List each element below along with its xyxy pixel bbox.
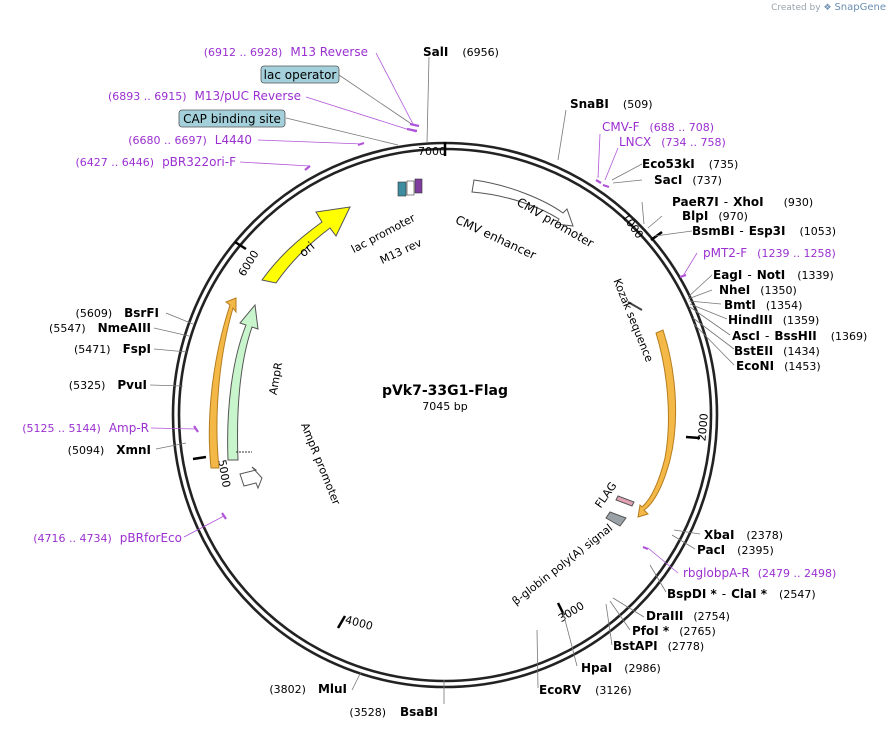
lac-feature-cluster (397, 178, 423, 197)
enzyme-site[interactable]: (5094)XmnI (68, 443, 151, 457)
snapgene-logo-icon: ❖ (823, 3, 832, 13)
primer-site[interactable]: (4716 .. 4734)pBRforEco (33, 531, 182, 545)
primer-connector-lines (150, 52, 698, 574)
enzyme-site[interactable]: BstAPI(2778) (613, 639, 704, 653)
enzyme-site[interactable]: BlpI(970) (682, 209, 748, 223)
enzyme-site[interactable]: HpaI(2986) (581, 661, 661, 675)
flag-feature[interactable] (615, 495, 635, 507)
enzyme-site[interactable]: HindIII(1359) (728, 313, 819, 327)
tick-label: 2000 (695, 413, 710, 442)
primer-site[interactable]: CMV-F(688 .. 708) (602, 120, 714, 134)
cmv-promoter-label: CMV promoter (514, 195, 596, 250)
plasmid-name: pVk7-33G1-Flag (382, 383, 508, 399)
enzyme-site[interactable]: SacI(737) (654, 173, 722, 187)
ampr-feature-arrow[interactable] (227, 303, 259, 461)
primer-site[interactable]: (6427 .. 6446)pBR322ori-F (76, 155, 237, 169)
ampr-promoter-arrow[interactable] (239, 466, 263, 490)
cmv-enhancer-arrow[interactable] (471, 179, 574, 227)
ori-feature-arrow[interactable] (261, 206, 351, 284)
connector-lines (149, 56, 735, 704)
tick-label: 5000 (215, 459, 233, 489)
lac-operator-box[interactable]: lac operator (260, 65, 340, 84)
enzyme-site[interactable]: BspDI *-ClaI *(2547) (667, 587, 816, 601)
enzyme-site[interactable]: SalI(6956) (423, 45, 499, 59)
enzyme-site[interactable]: BstEII(1434) (734, 344, 820, 358)
cmv-enhancer-label: CMV enhancer (453, 213, 538, 263)
enzyme-site[interactable]: EcoNI(1453) (736, 359, 821, 373)
polya-label: β-globin poly(A) signal (510, 521, 615, 607)
tick-label: 4000 (344, 613, 374, 633)
primer-site[interactable]: (6912 .. 6928)M13 Reverse (204, 45, 368, 59)
ampr-promoter-label: AmpR promoter (298, 421, 343, 507)
flag-label: FLAG (592, 480, 619, 511)
watermark-brand: SnapGene (834, 2, 886, 13)
lac-operator-label: lac operator (264, 68, 337, 82)
enzyme-site[interactable]: BsmBI-Esp3I(1053) (692, 224, 836, 238)
primer-site[interactable]: pMT2-F(1239 .. 1258) (703, 246, 836, 260)
enzyme-site[interactable]: Eco53kI(735) (642, 157, 738, 171)
enzyme-site[interactable]: PacI(2395) (697, 543, 774, 557)
primer-site[interactable]: (6893 .. 6915)M13/pUC Reverse (108, 89, 301, 103)
enzyme-site[interactable]: NheI(1350) (719, 283, 797, 297)
tick-label: 7000 (418, 145, 446, 158)
primer-site[interactable]: rbglobpA-R(2479 .. 2498) (683, 566, 836, 580)
tick-label: 3000 (556, 599, 587, 625)
polya-feature[interactable] (605, 511, 627, 527)
enzyme-site[interactable]: DraIII(2754) (646, 609, 730, 623)
enzyme-site[interactable]: (5547)NmeAIII (49, 321, 151, 335)
enzyme-site[interactable]: (5471)FspI (74, 342, 151, 356)
snapgene-watermark: Created by ❖ SnapGene (771, 2, 886, 13)
primer-site[interactable]: LNCX(734 .. 758) (619, 135, 726, 149)
primer-labels: (6912 .. 6928)M13 Reverse (6893 .. 6915)… (22, 45, 836, 580)
enzyme-site[interactable]: XbaI(2378) (704, 528, 783, 542)
enzyme-labels: SalI(6956) SnaBI(509) Eco53kI(735) SacI(… (423, 45, 867, 697)
plasmid-size: 7045 bp (422, 400, 467, 413)
enzyme-site[interactable]: (3528)BsaBI (349, 705, 438, 719)
primer-site-markers (193, 122, 687, 551)
enzyme-site[interactable]: PfoI *(2765) (632, 624, 716, 638)
m13-rev-label: M13 rev (378, 236, 424, 267)
tick-label: 6000 (236, 248, 262, 279)
kozak-feature[interactable] (627, 301, 643, 311)
enzyme-site[interactable]: (5609)BsrFI (76, 306, 159, 320)
cap-binding-site-box[interactable]: CAP binding site (178, 109, 286, 128)
cap-binding-site-label: CAP binding site (183, 112, 281, 126)
ampr-label: AmpR (267, 361, 286, 396)
enzyme-site[interactable]: (3802)MluI (269, 682, 347, 696)
enzyme-site[interactable]: (5325)PvuI (69, 378, 147, 392)
amp-orf-arrow[interactable] (208, 297, 237, 469)
watermark-created-by: Created by (771, 3, 821, 13)
enzyme-site[interactable]: SnaBI(509) (570, 97, 653, 111)
kozak-label: Kozak sequence (611, 277, 656, 364)
primer-site[interactable]: (6680 .. 6697)L4440 (128, 133, 252, 147)
enzyme-site[interactable]: EagI-NotI(1339) (713, 268, 834, 282)
enzyme-site[interactable]: PaeR7I-XhoI(930) (672, 195, 813, 209)
enzyme-site[interactable]: AscI-BssHII(1369) (732, 329, 867, 343)
enzyme-site[interactable]: EcoRV(3126) (539, 683, 632, 697)
primer-site[interactable]: (5125 .. 5144)Amp-R (22, 421, 149, 435)
orf-arrow[interactable] (637, 329, 677, 518)
enzyme-labels-left: (3528)BsaBI (3802)MluI (5094)XmnI (5325)… (49, 306, 438, 719)
enzyme-site[interactable]: BmtI(1354) (724, 298, 802, 312)
